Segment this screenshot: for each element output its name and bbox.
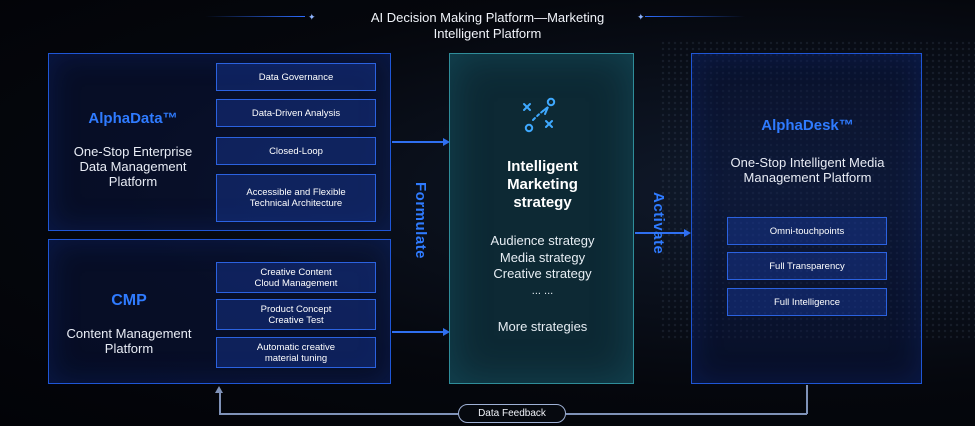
title-star-right-icon: ✦ xyxy=(637,12,645,22)
chip-automatic-creative: Automatic creative material tuning xyxy=(216,337,376,368)
feedback-line-left xyxy=(219,392,221,414)
title-star-left-icon: ✦ xyxy=(308,12,316,22)
alphadesk-brand: AlphaDesk™ xyxy=(761,117,854,134)
cmp-panel: CMP Content Management Platform Creative… xyxy=(48,239,391,384)
chip-full-transparency: Full Transparency xyxy=(727,252,887,280)
cmp-description: Content Management Platform xyxy=(66,326,192,356)
chip-data-driven-analysis: Data-Driven Analysis xyxy=(216,99,376,127)
arrow-center-to-alphadesk xyxy=(635,232,685,234)
activate-label: Activate xyxy=(650,192,667,255)
title-line-left xyxy=(205,16,305,17)
feedback-line-right xyxy=(806,385,808,414)
page-title: AI Decision Making Platform—Marketing In… xyxy=(370,10,605,41)
feedback-arrowhead xyxy=(215,386,223,393)
chip-data-governance: Data Governance xyxy=(216,63,376,91)
strategy-play-icon xyxy=(521,94,565,138)
strategy-heading: Intelligent Marketing strategy xyxy=(507,158,578,211)
alphadata-panel: AlphaData™ One-Stop Enterprise Data Mana… xyxy=(48,53,391,231)
alphadesk-description: One-Stop Intelligent Media Management Pl… xyxy=(730,155,885,185)
feedback-line-bottom-right xyxy=(566,413,807,415)
strategy-creative: Creative strategy xyxy=(493,266,592,281)
arrowhead-alphadata xyxy=(443,137,450,146)
strategy-media: Media strategy xyxy=(499,249,586,265)
feedback-line-bottom-left xyxy=(219,413,458,415)
chip-creative-content: Creative Content Cloud Management xyxy=(216,262,376,293)
strategy-panel: Intelligent Marketing strategy Audience … xyxy=(449,53,634,384)
more-strategies: More strategies xyxy=(497,319,588,334)
alphadata-brand: AlphaData™ xyxy=(88,110,178,127)
chip-full-intelligence: Full Intelligence xyxy=(727,288,887,316)
arrow-alphadata-to-center xyxy=(392,141,444,143)
arrow-cmp-to-center xyxy=(392,331,444,333)
chip-omni-touchpoints: Omni-touchpoints xyxy=(727,217,887,245)
world-map-dots xyxy=(660,40,975,340)
strategy-ellipsis: ... ... xyxy=(531,284,554,297)
cmp-brand: CMP xyxy=(111,292,147,309)
alphadata-description: One-Stop Enterprise Data Management Plat… xyxy=(73,144,193,189)
chip-technical-architecture: Accessible and Flexible Technical Archit… xyxy=(216,174,376,222)
arrowhead-activate xyxy=(684,228,691,237)
chip-closed-loop: Closed-Loop xyxy=(216,137,376,165)
title-line-right xyxy=(645,16,745,17)
strategy-audience: Audience strategy xyxy=(490,233,595,248)
chip-product-concept: Product Concept Creative Test xyxy=(216,299,376,330)
data-feedback-label: Data Feedback xyxy=(458,404,566,423)
arrowhead-cmp xyxy=(443,327,450,336)
alphadesk-panel: AlphaDesk™ One-Stop Intelligent Media Ma… xyxy=(691,53,922,384)
strategy-list: Audience strategy Media strategy Creativ… xyxy=(450,233,635,299)
formulate-label: Formulate xyxy=(412,182,429,260)
